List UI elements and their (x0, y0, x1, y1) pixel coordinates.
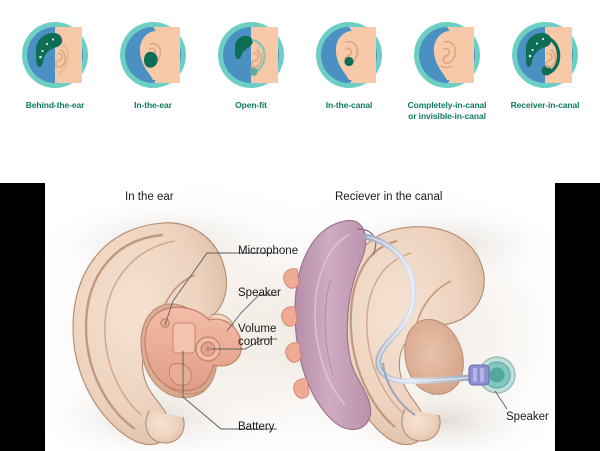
right-ear-diagram (281, 201, 555, 451)
callout-microphone: Microphone (238, 245, 299, 257)
style-item-completely-in-canal[interactable]: Completely-in-canal or invisible-in-cana… (397, 22, 497, 121)
style-label: Receiver-in-canal (510, 100, 580, 110)
ear-with-openfit-device-icon (218, 22, 284, 88)
callout-battery: Battery (238, 421, 275, 433)
callout-volume-control: Volume control (238, 323, 277, 348)
style-label: In-the-canal (325, 100, 373, 110)
ear-with-ite-device-icon (120, 22, 186, 88)
hearing-aid-styles-strip: Behind-the-ear In-the-ear (0, 0, 600, 183)
style-item-behind-the-ear[interactable]: Behind-the-ear (5, 22, 105, 111)
right-leader-lines (494, 390, 508, 410)
ear-with-itc-device-icon (316, 22, 382, 88)
style-item-receiver-in-canal[interactable]: Receiver-in-canal (495, 22, 595, 111)
style-label: Open-fit (235, 100, 267, 110)
ear-with-ric-device-icon (512, 22, 578, 88)
style-label: Behind-the-ear (25, 100, 85, 110)
right-diagram-title: Reciever in the canal (335, 191, 443, 203)
style-item-in-the-canal[interactable]: In-the-canal (299, 22, 399, 111)
style-label: In-the-ear (134, 100, 172, 110)
left-ear-diagram (45, 197, 295, 451)
receiver-speaker-module (468, 356, 516, 394)
ear-with-cic-device-icon (414, 22, 480, 88)
style-label: Completely-in-canal or invisible-in-cana… (407, 100, 487, 121)
style-item-in-the-ear[interactable]: In-the-ear (103, 22, 203, 111)
left-leader-lines (164, 252, 277, 430)
callout-right-speaker: Speaker (506, 411, 549, 423)
hearing-aid-anatomy-illustration: In the ear Reciever in the canal Microph… (0, 183, 600, 451)
style-item-open-fit[interactable]: Open-fit (201, 22, 301, 111)
left-diagram-title: In the ear (125, 191, 174, 203)
anatomy-artwork (45, 197, 555, 451)
callout-speaker: Speaker (238, 287, 281, 299)
ear-with-bte-device-icon (22, 22, 88, 88)
illustration-canvas: In the ear Reciever in the canal Microph… (45, 183, 555, 451)
